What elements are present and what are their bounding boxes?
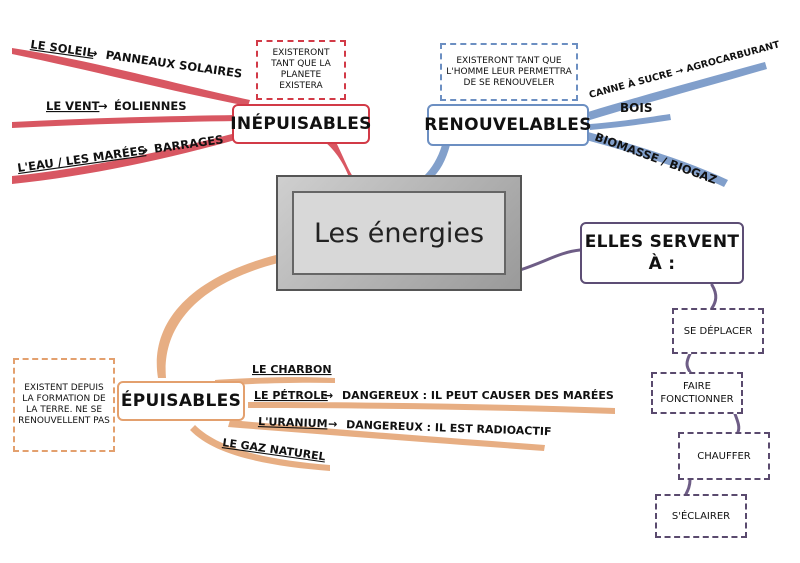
inepuisables-note-text: EXISTERONT TANT QUE LA PLANETE EXISTERA (271, 48, 331, 91)
petrole-result: DANGEREUX : IL PEUT CAUSER DES MARÉES (342, 389, 614, 402)
branch-eau (12, 132, 242, 184)
branch-uranium (228, 420, 545, 451)
epuisables-note-text: EXISTENT DEPUIS LA FORMATION DE LA TERRE… (18, 383, 110, 426)
branch-to-center-red (325, 140, 356, 180)
epuisables-branches (156, 255, 615, 471)
link-servent-deplacer (710, 283, 718, 310)
charbon-item: LE CHARBON (252, 363, 332, 376)
use-s-eclairer: S'ÉCLAIRER (655, 494, 747, 538)
branch-to-center-blue (424, 145, 450, 180)
use-chauffer: CHAUFFER (678, 432, 770, 480)
soleil-arrow: → (87, 45, 99, 60)
epuisables-label: ÉPUISABLES (120, 391, 242, 411)
vent-arrow: → (98, 99, 108, 113)
renouvelables-branches (424, 62, 767, 187)
page-title: Les énergies (313, 217, 485, 249)
epuisables-note: EXISTENT DEPUIS LA FORMATION DE LA TERRE… (13, 358, 115, 452)
branch-canne (588, 62, 767, 120)
use-se-deplacer: SE DÉPLACER (672, 308, 764, 354)
use-faire-fonctionner: FAIRE FONCTIONNER (651, 372, 743, 414)
branch-vent (12, 115, 238, 128)
link-deplacer-fonctionner (685, 352, 692, 374)
renouvelables-label: RENOUVELABLES (424, 115, 592, 135)
center-face: Les énergies (292, 191, 506, 275)
branch-gaz (190, 425, 330, 471)
renouvelables-note-text: EXISTERONT TANT QUE L'HOMME LEUR PERMETT… (446, 55, 572, 88)
use-s-eclairer-text: S'ÉCLAIRER (671, 510, 731, 522)
use-faire-fonctionner-text: FAIRE FONCTIONNER (660, 381, 734, 405)
branch-charbon (215, 377, 335, 386)
inepuisables-note: EXISTERONT TANT QUE LA PLANETE EXISTERA (256, 40, 346, 100)
inepuisables-label: INÉPUISABLES (230, 114, 372, 134)
inepuisables-branches (12, 48, 356, 184)
vent-item: LE VENT (46, 99, 100, 113)
renouvelables-box: RENOUVELABLES (424, 104, 592, 146)
branch-petrole (248, 402, 615, 414)
branch-bois (590, 114, 671, 130)
bois-label: BOIS (620, 101, 652, 115)
link-chauffer-eclairer (684, 478, 692, 496)
petrole-item: LE PÉTROLE (254, 389, 328, 402)
use-chauffer-text: CHAUFFER (697, 450, 751, 462)
epuisables-box: ÉPUISABLES (117, 381, 245, 421)
renouvelables-labels: CANNE À SUCRE → AGROCARBURANT BOIS BIOMA… (588, 38, 782, 187)
center-title-box: Les énergies (276, 175, 522, 291)
branch-to-center-orange (156, 255, 278, 378)
vent-result: ÉOLIENNES (114, 98, 186, 113)
biomasse-label: BIOMASSE / BIOGAZ (593, 130, 719, 187)
branch-biomasse (586, 132, 728, 187)
servent-label-line2: À : (648, 254, 676, 274)
eau-arrow: → (137, 143, 149, 158)
branch-soleil (12, 48, 250, 106)
use-se-deplacer-text: SE DÉPLACER (683, 325, 753, 337)
branch-to-center-purple (518, 248, 582, 272)
servent-connectors (518, 248, 741, 496)
uranium-arrow: → (328, 417, 338, 430)
uranium-item: L'URANIUM (258, 415, 328, 430)
servent-box: ELLES SERVENT À : (580, 222, 744, 284)
link-fonctionner-chauffer (733, 412, 741, 434)
inepuisables-box: INÉPUISABLES (230, 104, 372, 144)
petrole-arrow: → (324, 389, 333, 402)
eau-result: BARRAGES (153, 132, 224, 156)
renouvelables-note: EXISTERONT TANT QUE L'HOMME LEUR PERMETT… (440, 43, 578, 101)
servent-label-line1: ELLES SERVENT (584, 232, 740, 252)
